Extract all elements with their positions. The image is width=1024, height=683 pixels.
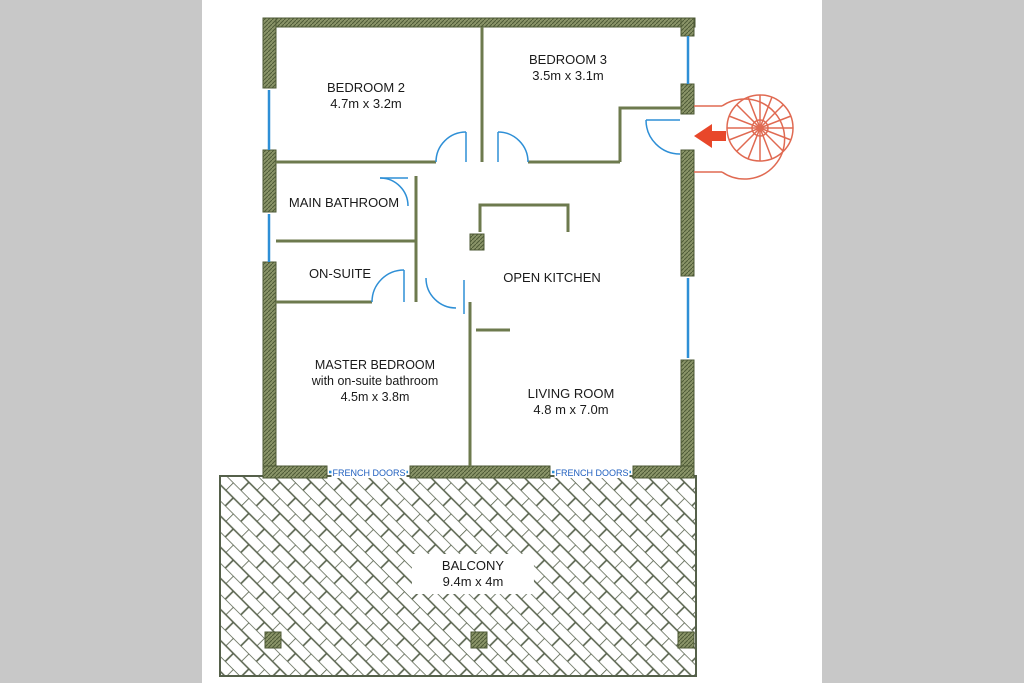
french-doors-left-label: FRENCH DOORS	[331, 468, 407, 478]
outer-walls	[262, 17, 696, 479]
balcony-post-right	[677, 631, 695, 649]
living-room-label: LIVING ROOM 4.8 m x 7.0m	[528, 386, 615, 418]
french-doors-right-label: FRENCH DOORS	[554, 468, 630, 478]
bedroom3-name: BEDROOM 3	[528, 52, 608, 67]
balcony-post-middle	[470, 631, 488, 649]
kitchen-column	[469, 233, 485, 251]
balcony-label: BALCONY 9.4m x 4m	[411, 554, 535, 594]
main-bathroom-name: MAIN BATHROOM	[288, 195, 400, 210]
living-room-size: 4.8 m x 7.0m	[533, 402, 609, 417]
open-kitchen-name: OPEN KITCHEN	[503, 270, 601, 285]
bedroom2-size: 4.7m x 3.2m	[330, 96, 402, 111]
bedroom2-label: BEDROOM 2 4.7m x 3.2m	[327, 80, 405, 112]
on-suite-label: ON-SUITE	[309, 266, 371, 282]
on-suite-name: ON-SUITE	[308, 266, 372, 281]
master-bedroom-note: with on-suite bathroom	[311, 374, 439, 388]
open-kitchen-label: OPEN KITCHEN	[503, 270, 601, 286]
arrow-left-icon	[694, 124, 726, 148]
bedroom3-label: BEDROOM 3 3.5m x 3.1m	[529, 52, 607, 84]
balcony-name: BALCONY	[441, 558, 505, 573]
bedroom2-name: BEDROOM 2	[326, 80, 406, 95]
bedroom3-size: 3.5m x 3.1m	[532, 68, 604, 83]
door-swings	[371, 119, 681, 314]
main-bathroom-label: MAIN BATHROOM	[289, 195, 399, 211]
master-bedroom-label: MASTER BEDROOM with on-suite bathroom 4.…	[312, 357, 438, 405]
master-bedroom-size: 4.5m x 3.8m	[340, 390, 410, 404]
balcony-post-left	[264, 631, 282, 649]
balcony-size: 9.4m x 4m	[442, 574, 504, 589]
interior-walls	[276, 27, 681, 466]
spiral-staircase-icon	[694, 94, 794, 180]
master-bedroom-name: MASTER BEDROOM	[314, 358, 436, 372]
living-room-name: LIVING ROOM	[527, 386, 615, 401]
